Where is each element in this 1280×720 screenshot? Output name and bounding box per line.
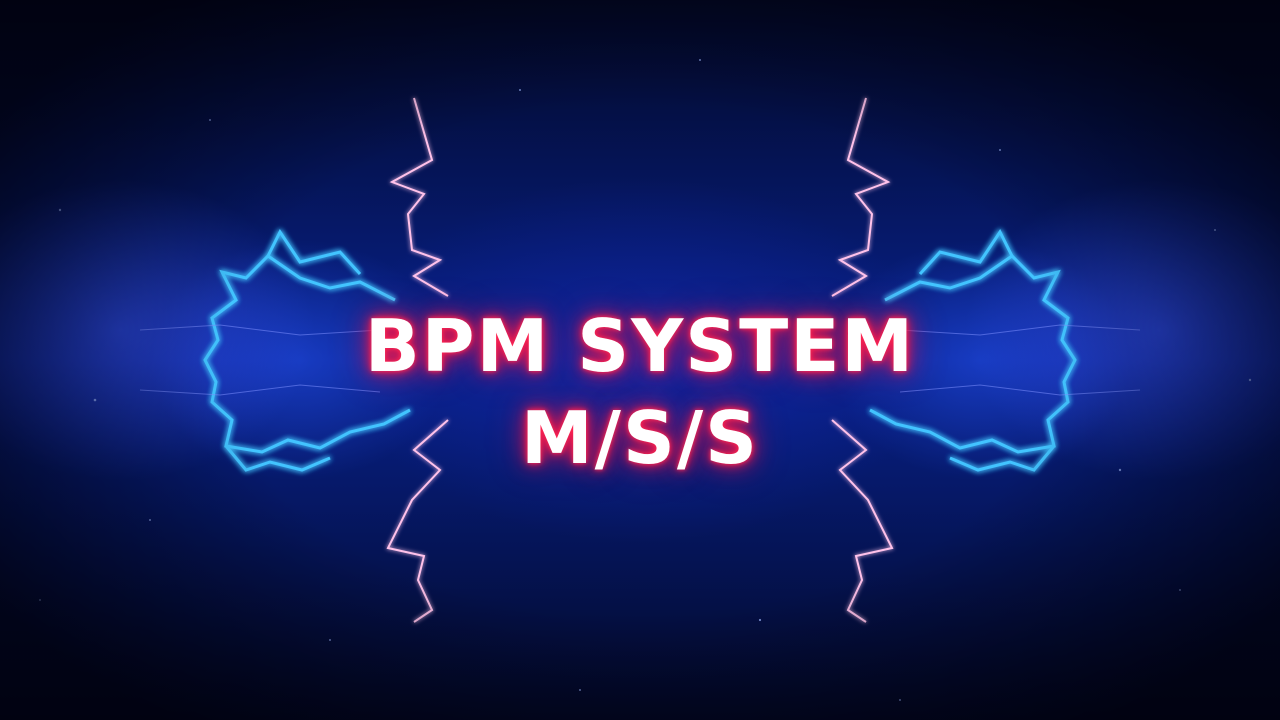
title-line-1: BPM SYSTEM xyxy=(364,304,916,388)
title-block: BPM SYSTEM M/S/S xyxy=(0,300,1280,484)
title-line-2: M/S/S xyxy=(521,396,759,480)
